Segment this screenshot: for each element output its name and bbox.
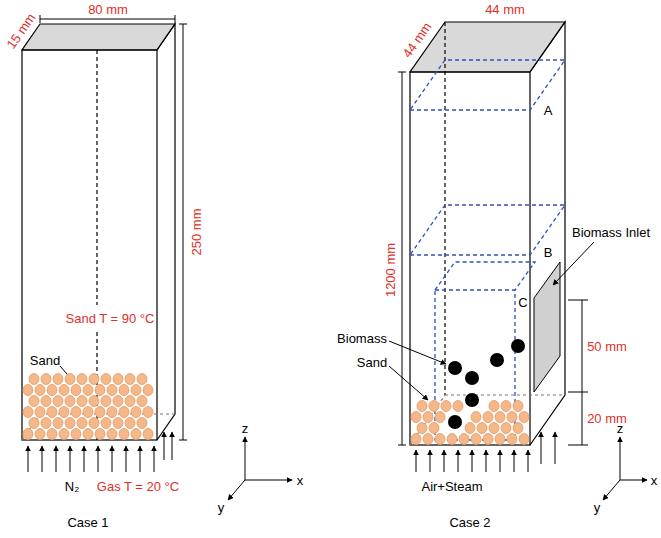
dimension-label: Sand T = 90 °C	[66, 311, 155, 326]
biomass-particles	[448, 339, 525, 429]
dimension-label: 44 mm	[485, 2, 525, 17]
case2-dimensions	[389, 242, 594, 445]
part-label: z	[617, 421, 624, 436]
axes-triad	[603, 437, 647, 500]
part-label: C	[518, 295, 527, 310]
case2-column	[398, 22, 565, 445]
part-label: N₂	[65, 479, 79, 494]
part-label: z	[242, 421, 249, 436]
sand-particles	[23, 374, 153, 440]
sand-particles	[411, 401, 529, 445]
dimension-label: 80 mm	[88, 2, 128, 17]
part-label: Sand	[357, 355, 387, 370]
part-label: y	[594, 500, 601, 515]
dimension-label: 50 mm	[587, 339, 627, 354]
gas-inlet-arrows	[28, 432, 172, 472]
measurement-planes	[410, 60, 565, 440]
case1-dimensions	[40, 15, 187, 440]
part-label: Biomass Inlet	[572, 225, 650, 240]
part-label: x	[297, 473, 304, 488]
part-label: Air+Steam	[421, 479, 482, 494]
part-label: A	[544, 103, 553, 118]
dimension-label: Case 2	[449, 515, 490, 530]
dimension-label: 1200 mm	[383, 243, 398, 297]
gas-inlet-arrows	[416, 432, 555, 472]
dimension-label: Gas T = 20 °C	[97, 479, 179, 494]
part-label: x	[651, 473, 658, 488]
axes-triad	[228, 437, 292, 500]
part-label: B	[544, 245, 553, 260]
part-label: Biomass	[337, 331, 387, 346]
case1-column	[22, 24, 175, 440]
dimension-label: Case 1	[67, 515, 108, 530]
part-label: y	[218, 500, 225, 515]
dimension-label: 250 mm	[189, 209, 204, 256]
part-label: Sand	[30, 353, 60, 368]
